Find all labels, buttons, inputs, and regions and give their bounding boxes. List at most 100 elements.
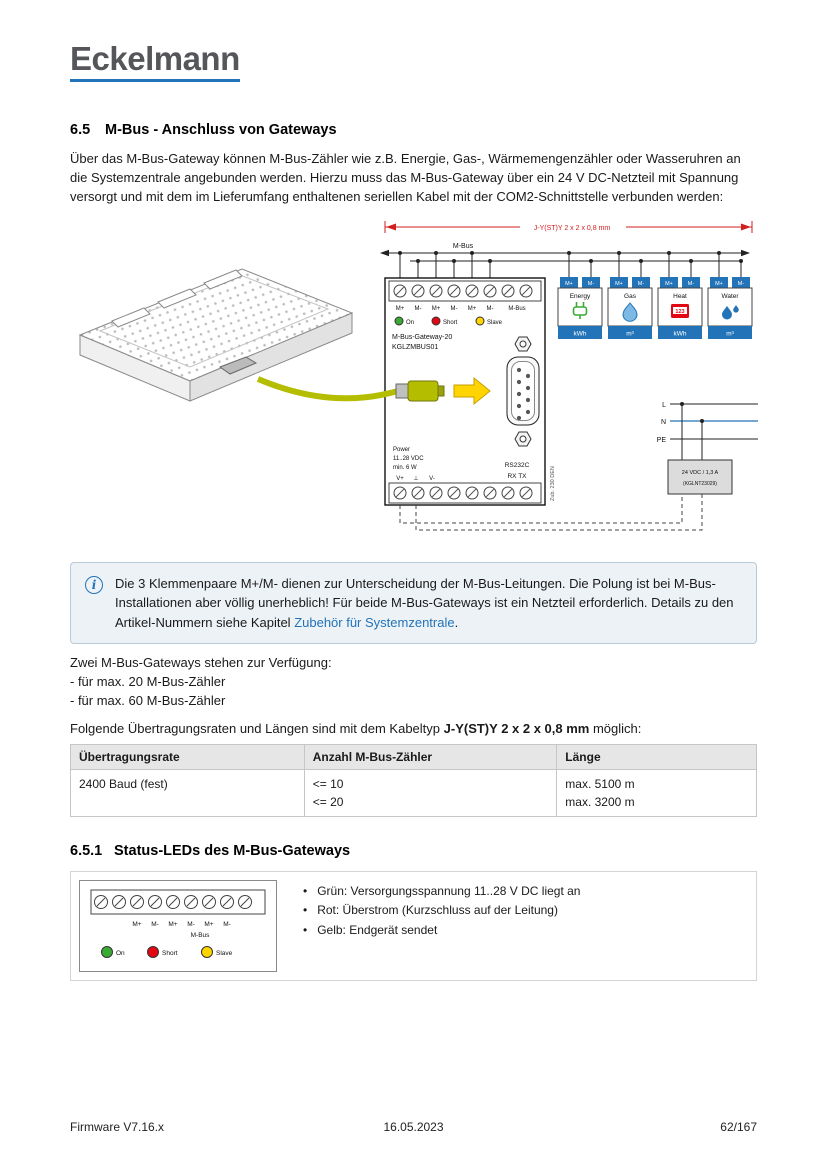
gateway-options: Zwei M-Bus-Gateways stehen zur Verfügung… — [70, 654, 757, 711]
transfer-rates-table: Übertragungsrate Anzahl M-Bus-Zähler Län… — [70, 743, 757, 817]
cell-count-line: <= 10 — [312, 776, 344, 791]
meter-water: M+ M- Water m³ — [707, 276, 753, 339]
led-slave-label: Slave — [487, 320, 503, 326]
cable-sentence: Folgende Übertragungsraten und Längen si… — [70, 721, 757, 736]
cell-count: <= 10 <= 20 — [303, 768, 558, 817]
meter-terminal-label: M+ — [565, 281, 573, 287]
subsection-title: Status-LEDs des M-Bus-Gateways — [114, 842, 351, 859]
line-l-label: L — [662, 402, 666, 409]
meter-gas: M+ M- Gas m³ — [607, 276, 653, 339]
cell-length: max. 5100 m max. 3200 m — [556, 768, 757, 817]
led-on — [394, 316, 404, 326]
line-pe-label: PE — [657, 437, 667, 444]
info-note: i Die 3 Klemmenpaare M+/M- dienen zur Un… — [70, 561, 757, 645]
vminus-label: V- — [429, 476, 435, 482]
terminal-label: M- — [151, 921, 159, 928]
info-icon: i — [85, 575, 103, 594]
led-short — [431, 316, 441, 326]
meter-terminal-label: M+ — [715, 281, 723, 287]
led-on-label: On — [406, 320, 414, 326]
terminal-label: M- — [223, 921, 231, 928]
col-header-count: Anzahl M-Bus-Zähler — [303, 743, 558, 770]
gateway-mbus-label: M-Bus — [508, 306, 525, 312]
vertical-side-label: Zub. 230 DEN — [550, 466, 556, 501]
terminal-label: M+ — [468, 306, 477, 312]
gateway-option: - für max. 20 M-Bus-Zähler — [70, 673, 226, 689]
led-legend: Grün: Versorgungsspannung 11..28 V DC li… — [303, 880, 580, 972]
terminal-label: M- — [451, 306, 458, 312]
junction-dots — [398, 250, 743, 263]
dc-wiring-dashed — [399, 493, 703, 531]
section-title: M-Bus - Anschluss von Gateways — [105, 122, 337, 138]
cell-length-line: max. 5100 m — [565, 776, 635, 791]
mbus-wiring-diagram: J-Y(ST)Y 2 x 2 x 0,8 mm M-Bus — [70, 217, 758, 552]
plug-icon — [572, 301, 588, 319]
meter-heat: M+ M- Heat 123 kWh — [657, 276, 703, 339]
counter-display: 123 — [675, 308, 684, 314]
note-body: Die 3 Klemmenpaare M+/M- dienen zur Unte… — [115, 575, 734, 630]
led-on-label: On — [116, 950, 125, 957]
meter-unit: m³ — [726, 330, 734, 337]
meter-name: Energy — [570, 293, 591, 300]
power-wattage-label: min. 6 W — [393, 465, 417, 471]
power-voltage-label: 11..28 VDC — [393, 456, 424, 462]
led-legend-item: Rot: Überstrom (Kurzschluss auf der Leit… — [303, 901, 580, 921]
cable-dimension-line — [384, 220, 753, 233]
meter-name: Heat — [673, 293, 687, 300]
mbus-group-label: M-Bus — [191, 932, 211, 939]
psu-part-number: (KGLNT23029) — [683, 481, 717, 487]
cable-sentence-post: möglich: — [589, 720, 642, 736]
meter-terminal-label: M- — [688, 281, 695, 287]
footer-date: 16.05.2023 — [383, 1120, 444, 1134]
terminal-label: M+ — [132, 921, 141, 928]
rs232-label: RS232C — [505, 462, 530, 469]
meter-unit: kWh — [674, 330, 687, 337]
info-note-text: Die 3 Klemmenpaare M+/M- dienen zur Unte… — [115, 574, 742, 633]
meter-terminal-label: M- — [588, 281, 595, 287]
terminal-label: M+ — [432, 306, 441, 312]
serial-connector — [395, 380, 445, 402]
meter-bus-drops — [568, 252, 742, 277]
power-supply-unit: 24 VDC / 1,3 A (KGLNT23029) — [667, 459, 733, 495]
mains-supply-lines: L N PE — [657, 401, 758, 460]
power-label: Power — [393, 447, 410, 453]
led-legend-item: Grün: Versorgungsspannung 11..28 V DC li… — [303, 882, 580, 902]
led-legend-item: Gelb: Endgerät sendet — [303, 921, 580, 941]
gateway-option: - für max. 60 M-Bus-Zähler — [70, 692, 226, 708]
led-slave — [201, 945, 213, 958]
meter-terminal-label: M- — [738, 281, 745, 287]
db9-serial-port — [506, 336, 540, 447]
flame-icon — [622, 301, 638, 322]
meter-energy: M+ M- Energy kWh — [557, 276, 603, 339]
cell-count-line: <= 20 — [312, 794, 344, 809]
footer-firmware: Firmware V7.16.x — [70, 1120, 165, 1134]
terminal-label: M- — [487, 306, 494, 312]
cell-baud: 2400 Baud (fest) — [70, 768, 305, 817]
rxtx-label: RX TX — [507, 473, 527, 480]
table-row: 2400 Baud (fest) <= 10 <= 20 max. 5100 m… — [70, 768, 757, 817]
gateway-part-number: KGLZMBUS01 — [392, 344, 438, 351]
meter-name: Gas — [624, 293, 637, 300]
accessories-chapter-link[interactable]: Zubehör für Systemzentrale — [294, 614, 455, 630]
meter-terminal-label: M+ — [615, 281, 623, 287]
cable-sentence-pre: Folgende Übertragungsraten und Längen si… — [70, 720, 444, 736]
gateway-bus-drops — [399, 252, 491, 278]
gateway-name: M-Bus-Gateway-20 — [392, 334, 452, 341]
led-short-label: Short — [162, 950, 178, 957]
cell-length-line: max. 3200 m — [565, 794, 635, 809]
vplus-label: V+ — [396, 476, 404, 482]
system-controller-device — [78, 267, 354, 402]
counter-icon: 123 — [671, 303, 689, 318]
meter-terminal-label: M- — [638, 281, 645, 287]
serial-cable — [256, 375, 491, 405]
ground-label: ⊥ — [413, 475, 418, 482]
subsection-number: 6.5.1 — [70, 842, 103, 859]
meter-unit: m³ — [626, 330, 634, 337]
note-suffix: . — [454, 614, 459, 630]
cable-type-label: J-Y(ST)Y 2 x 2 x 0,8 mm — [534, 225, 611, 232]
section-number: 6.5 — [70, 122, 91, 138]
page-footer: Firmware V7.16.x 16.05.2023 62/167 — [70, 1120, 757, 1134]
water-drop-icon — [722, 304, 739, 320]
meter-unit: kWh — [574, 330, 587, 337]
